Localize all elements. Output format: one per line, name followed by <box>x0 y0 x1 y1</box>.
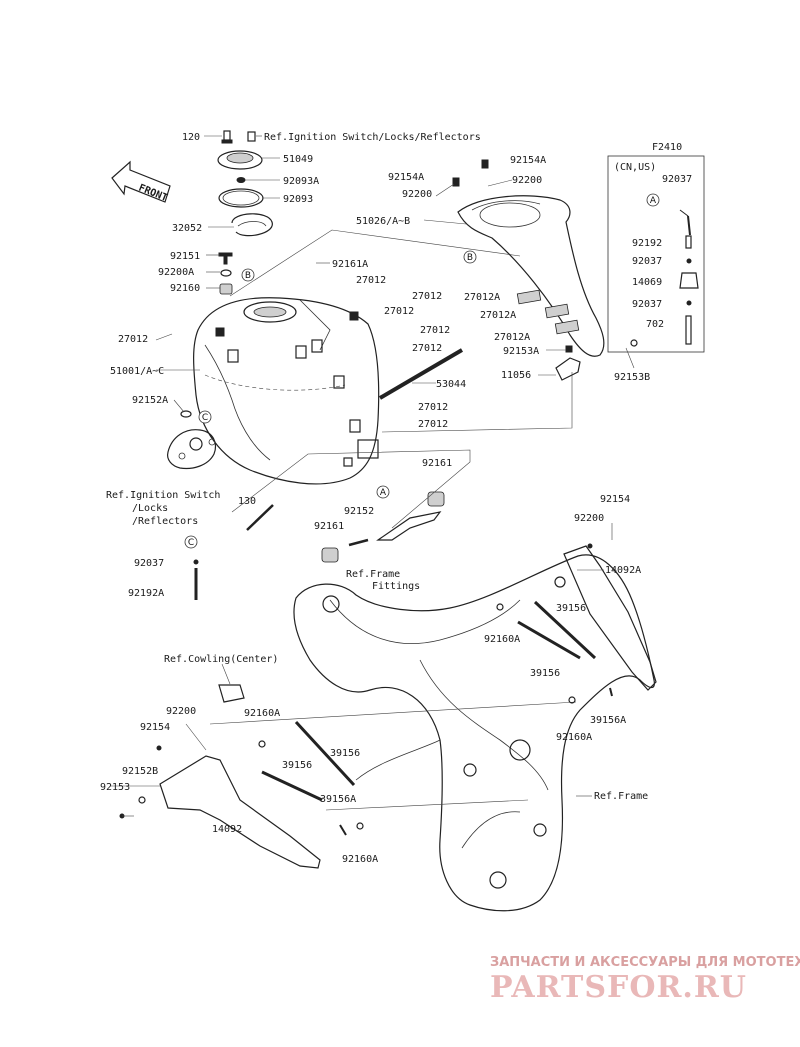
label-cnus: (CN,US) <box>614 162 656 173</box>
front-arrow-icon: FRONT <box>111 160 171 204</box>
label-ref-ignition-top: Ref.Ignition Switch/Locks/Reflectors <box>264 132 481 143</box>
watermark-brand: PARTSFOR.RU <box>490 970 747 1005</box>
label-39156-r1: 39156 <box>556 603 586 614</box>
label-14092: 14092 <box>212 824 242 835</box>
ignition-base <box>167 410 217 470</box>
label-92200-ll: 92200 <box>166 706 196 717</box>
label-ref-ignition-l3: /Reflectors <box>132 516 198 527</box>
label-27012a-3: 27012A <box>494 332 530 343</box>
label-27012-b: 27012 <box>412 291 442 302</box>
label-92200-l: 92200 <box>402 189 432 200</box>
label-92160a-1: 92160A <box>484 634 520 645</box>
label-92037-3: 92037 <box>632 299 662 310</box>
label-14092a: 14092A <box>605 565 641 576</box>
label-53044: 53044 <box>436 379 466 390</box>
svg-text:B: B <box>467 253 473 263</box>
label-702: 702 <box>646 319 664 330</box>
label-32052: 32052 <box>172 223 202 234</box>
label-39156-l2: 39156 <box>282 760 312 771</box>
frame-fittings <box>193 449 471 600</box>
label-92154-l: 92154 <box>140 722 170 733</box>
label-39156a-r: 39156A <box>590 715 626 726</box>
label-27012-c: 27012 <box>384 306 414 317</box>
svg-text:A: A <box>380 488 387 498</box>
label-92192: 92192 <box>632 238 662 249</box>
label-ref-ignition-l1: Ref.Ignition Switch <box>106 490 220 501</box>
label-92161a: 92161A <box>332 259 368 270</box>
lower-side-covers <box>119 543 657 869</box>
svg-text:C: C <box>188 538 194 548</box>
label-39156-l1: 39156 <box>330 748 360 759</box>
label-92200-r: 92200 <box>512 175 542 186</box>
label-39156a-l: 39156A <box>320 794 356 805</box>
label-92160a-4: 92160A <box>342 854 378 865</box>
label-ref-frame: Ref.Frame <box>594 791 648 802</box>
main-frame <box>209 554 655 912</box>
label-120: 120 <box>182 132 200 143</box>
label-11056: 11056 <box>501 370 531 381</box>
label-92037-l: 92037 <box>134 558 164 569</box>
label-92154-r: 92154 <box>600 494 630 505</box>
label-92153a: 92153A <box>503 346 539 357</box>
label-92093: 92093 <box>283 194 313 205</box>
cn-us-inset <box>607 155 705 353</box>
label-92154a-r: 92154A <box>510 155 546 166</box>
label-92161-r: 92161 <box>422 458 452 469</box>
label-14069: 14069 <box>632 277 662 288</box>
label-92200-rr: 92200 <box>574 513 604 524</box>
label-ref-ignition-l2: /Locks <box>132 503 168 514</box>
label-92154a-l: 92154A <box>388 172 424 183</box>
label-130: 130 <box>238 496 256 507</box>
callout-b-cover: B <box>463 250 477 264</box>
label-27012a-2: 27012A <box>480 310 516 321</box>
label-92153: 92153 <box>100 782 130 793</box>
svg-text:A: A <box>650 196 657 206</box>
label-ref-frame-fittings-1: Ref.Frame <box>346 569 400 580</box>
label-92160a-2: 92160A <box>556 732 592 743</box>
label-27012a-1: 27012A <box>464 292 500 303</box>
label-51001: 51001/A~C <box>110 366 164 377</box>
callout-c-left: C <box>184 535 198 549</box>
svg-text:B: B <box>245 271 251 281</box>
label-92152b: 92152B <box>122 766 158 777</box>
callout-b-tank: B <box>241 268 255 282</box>
svg-text:C: C <box>202 413 208 423</box>
watermark: ЗАПЧАСТИ И АКСЕССУАРЫ ДЛЯ МОТОТЕХНИКИ PA… <box>490 955 800 1005</box>
label-27012-e: 27012 <box>420 325 450 336</box>
label-92160a-3: 92160A <box>244 708 280 719</box>
label-39156-r2: 39156 <box>530 668 560 679</box>
label-92151: 92151 <box>170 251 200 262</box>
label-ref-frame-fittings-2: Fittings <box>372 581 420 592</box>
label-92152: 92152 <box>344 506 374 517</box>
watermark-tagline: ЗАПЧАСТИ И АКСЕССУАРЫ ДЛЯ МОТОТЕХНИКИ <box>490 955 800 970</box>
label-92160: 92160 <box>170 283 200 294</box>
label-51026: 51026/A~B <box>356 216 410 227</box>
label-92152a: 92152A <box>132 395 168 406</box>
label-92192a: 92192A <box>128 588 164 599</box>
label-ref-cowling: Ref.Cowling(Center) <box>164 654 278 665</box>
callout-a-top: A <box>646 193 660 207</box>
leader-lines <box>110 135 635 817</box>
label-27012-g: 27012 <box>418 402 448 413</box>
label-27012-h: 27012 <box>418 419 448 430</box>
label-51049: 51049 <box>283 154 313 165</box>
callout-c-tank: C <box>198 410 212 424</box>
label-92161-l: 92161 <box>314 521 344 532</box>
label-92153b: 92153B <box>614 372 650 383</box>
label-92093a: 92093A <box>283 176 319 187</box>
label-92037-1: 92037 <box>662 174 692 185</box>
part-labels: 120 Ref.Ignition Switch/Locks/Reflectors… <box>100 132 692 865</box>
diagram-code: F2410 <box>652 142 682 153</box>
label-27012-a: 27012 <box>356 275 386 286</box>
fuel-cap-assembly <box>217 130 273 295</box>
tank-side-cover <box>381 159 638 433</box>
label-27012-f: 27012 <box>412 343 442 354</box>
label-92037-2: 92037 <box>632 256 662 267</box>
callout-a-tank: A <box>376 485 390 499</box>
label-27012-d: 27012 <box>118 334 148 345</box>
label-92200a: 92200A <box>158 267 194 278</box>
